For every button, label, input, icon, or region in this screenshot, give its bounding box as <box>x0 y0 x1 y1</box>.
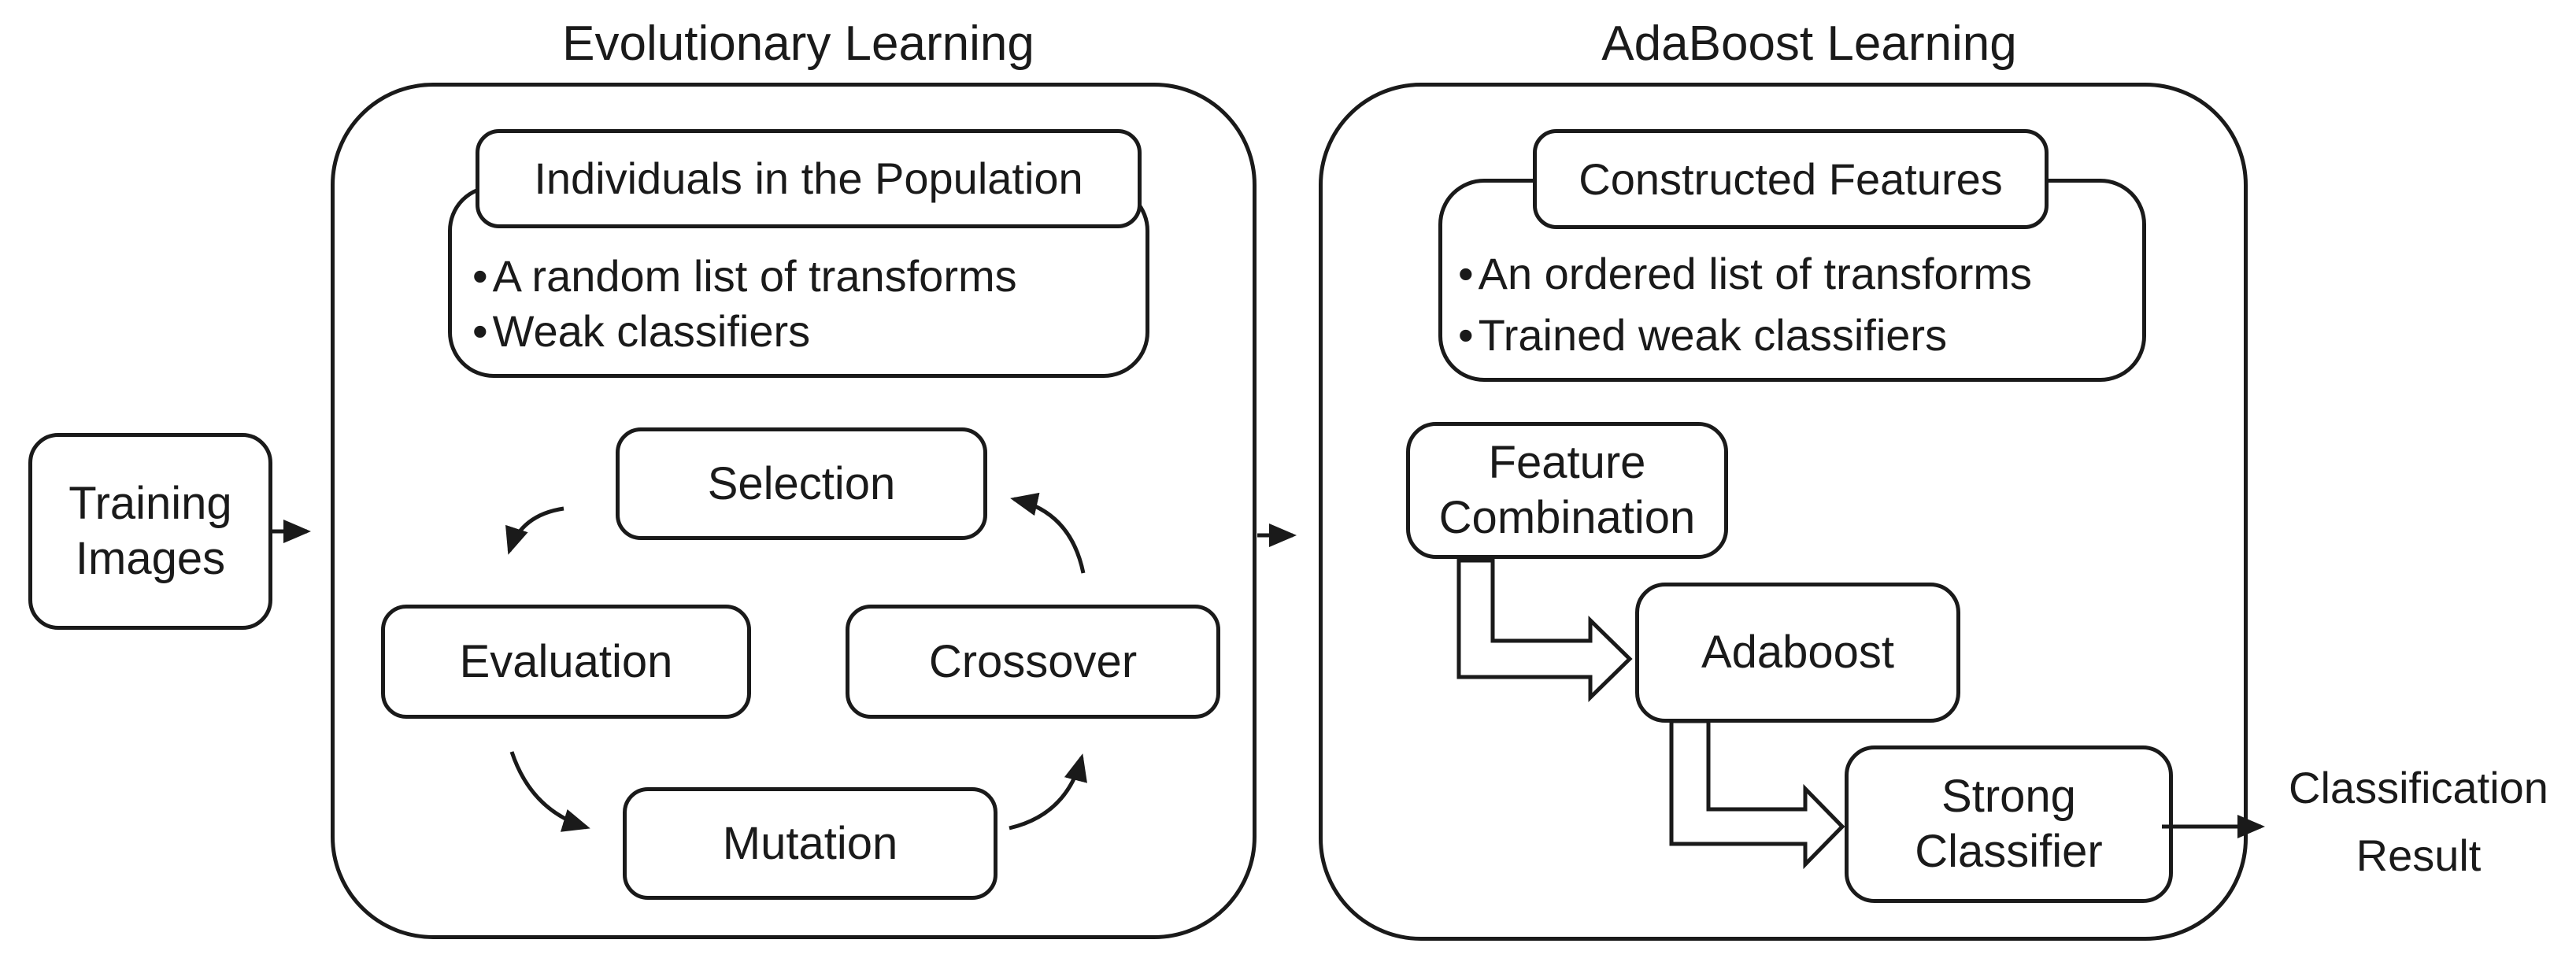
population-bullet-label: Weak classifiers <box>492 305 811 356</box>
features-bullet-item: • An ordered list of transforms <box>1458 243 2032 303</box>
selection-label: Selection <box>707 457 896 509</box>
population-bullet-label: A random list of transforms <box>492 250 1017 301</box>
mutation-label: Mutation <box>722 817 898 869</box>
strong-classifier-label-line2: Classifier <box>1915 826 2103 877</box>
adaboost-learning-title: AdaBoost Learning <box>1601 17 2017 71</box>
classification-result-label: Classification Result <box>2253 754 2576 890</box>
bullet-icon: • <box>472 250 488 301</box>
population-header-label: Individuals in the Population <box>534 154 1083 203</box>
adaboost-label: Adaboost <box>1701 627 1895 678</box>
constructed-features-header-box: Constructed Features <box>1533 129 2049 229</box>
constructed-features-header-label: Constructed Features <box>1579 154 2003 204</box>
training-images-label-line1: Training <box>68 478 232 529</box>
population-bullet-item: • Weak classifiers <box>472 301 810 361</box>
feature-combination-label-line1: Feature <box>1488 437 1646 488</box>
classification-result-line2: Result <box>2356 831 2482 880</box>
bullet-icon: • <box>472 305 488 356</box>
bullet-icon: • <box>1458 248 1474 298</box>
features-bullet-item: • Trained weak classifiers <box>1458 305 1947 364</box>
bullet-icon: • <box>1458 309 1474 360</box>
mutation-box: Mutation <box>623 787 997 900</box>
evaluation-box: Evaluation <box>381 605 751 719</box>
population-bullet-item: • A random list of transforms <box>472 246 1017 305</box>
population-header-box: Individuals in the Population <box>476 129 1142 228</box>
training-images-box: Training Images <box>28 433 272 630</box>
strong-classifier-box: Strong Classifier <box>1845 745 2173 903</box>
strong-classifier-label-line1: Strong <box>1941 771 2076 822</box>
feature-combination-box: Feature Combination <box>1406 422 1728 559</box>
evaluation-label: Evaluation <box>459 635 673 687</box>
classification-result-line1: Classification <box>2289 763 2548 812</box>
feature-combination-label-line2: Combination <box>1438 492 1696 543</box>
crossover-box: Crossover <box>846 605 1220 719</box>
features-bullet-label: Trained weak classifiers <box>1478 309 1948 360</box>
selection-box: Selection <box>616 427 987 540</box>
features-bullet-label: An ordered list of transforms <box>1478 248 2032 298</box>
crossover-label: Crossover <box>928 635 1138 687</box>
training-images-label-line2: Images <box>75 533 226 584</box>
evolutionary-learning-title: Evolutionary Learning <box>562 17 1034 71</box>
adaboost-box: Adaboost <box>1635 583 1960 723</box>
